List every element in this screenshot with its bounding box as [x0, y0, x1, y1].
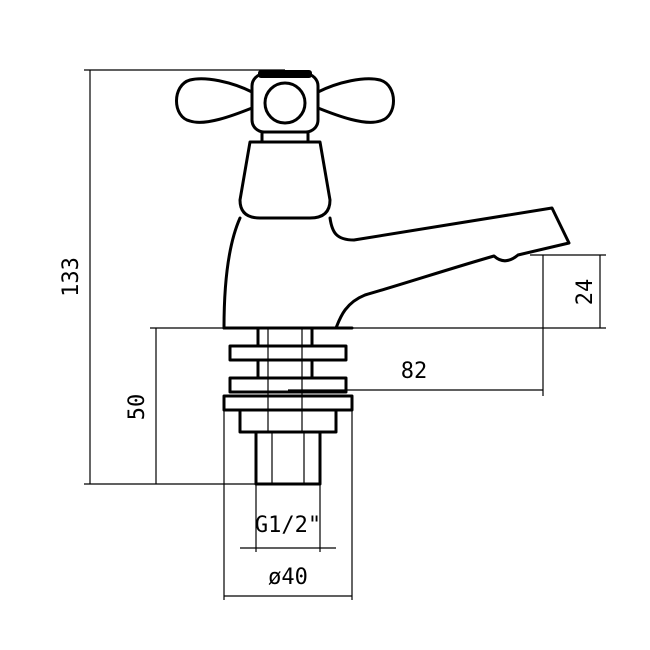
- dim-label-133: 133: [59, 257, 84, 297]
- dim-label-thread: G1/2": [255, 513, 321, 538]
- dim-label-82: 82: [401, 359, 428, 384]
- cross-handle: [175, 70, 395, 134]
- shank-assembly: [222, 326, 354, 486]
- dim-label-50: 50: [125, 394, 150, 421]
- dim-label-diameter: ø40: [268, 565, 308, 590]
- dimension-lines: [84, 69, 606, 600]
- dim-label-24: 24: [573, 279, 598, 306]
- tap-body: [222, 130, 571, 330]
